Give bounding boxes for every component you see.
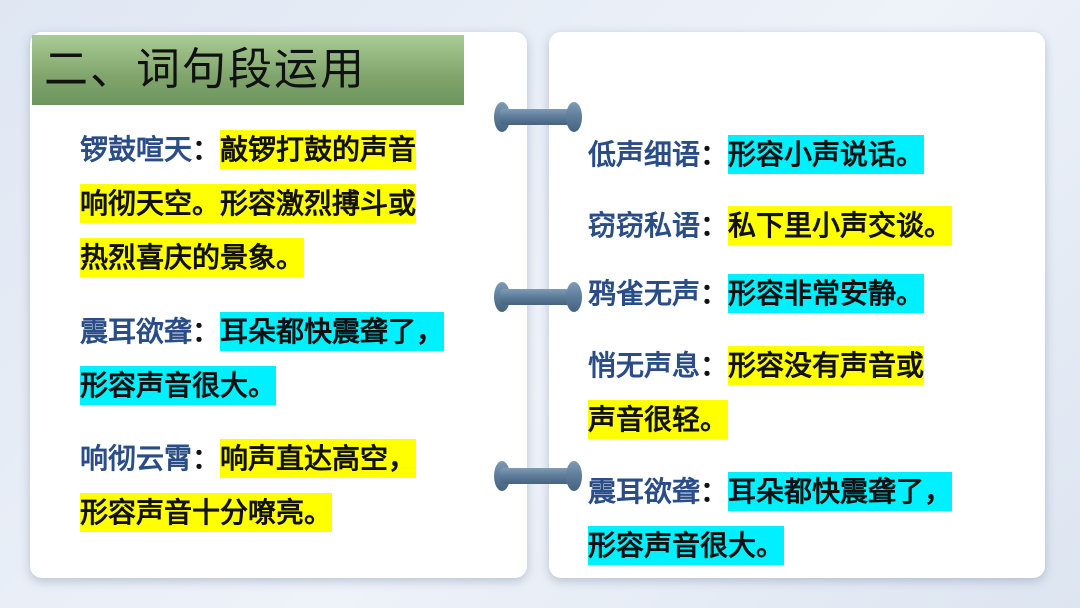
right-entry-3: 鸦雀无声：形容非常安静。 bbox=[588, 267, 925, 321]
entry-term: 窃窃私语 bbox=[588, 209, 701, 242]
entry-term: 震耳欲聋 bbox=[588, 475, 701, 508]
entry-term: 响彻云霄 bbox=[80, 442, 193, 475]
page-title: 二、词句段运用 bbox=[32, 35, 464, 105]
left-entry-3: 响彻云霄：响声直达高空， 形容声音十分嘹亮。 bbox=[80, 432, 417, 540]
left-entry-2: 震耳欲聋：耳朵都快震聋了， 形容声音很大。 bbox=[80, 305, 445, 413]
binder-connector-icon bbox=[494, 461, 582, 491]
entry-term: 鸦雀无声 bbox=[588, 277, 701, 310]
entry-definition: 耳朵都快震聋了， bbox=[728, 472, 953, 511]
right-entry-2: 窃窃私语：私下里小声交谈。 bbox=[588, 199, 953, 253]
entry-definition: 敲锣打鼓的声音 bbox=[220, 130, 417, 169]
binder-connector-icon bbox=[494, 282, 582, 312]
entry-definition: 耳朵都快震聋了， bbox=[220, 312, 445, 351]
entry-definition: 形容没有声音或 bbox=[728, 346, 925, 385]
entry-definition: 形容声音很大。 bbox=[588, 526, 785, 565]
entry-definition: 形容小声说话。 bbox=[728, 135, 925, 174]
entry-definition: 响声直达高空， bbox=[220, 439, 417, 478]
entry-definition: 私下里小声交谈。 bbox=[728, 206, 953, 245]
entry-definition: 热烈喜庆的景象。 bbox=[80, 238, 305, 277]
entry-term: 低声细语 bbox=[588, 138, 701, 171]
left-entry-1: 锣鼓喧天：敲锣打鼓的声音 响彻天空。形容激烈搏斗或 热烈喜庆的景象。 bbox=[80, 123, 417, 285]
entry-definition: 形容声音十分嘹亮。 bbox=[80, 493, 333, 532]
right-entry-1: 低声细语：形容小声说话。 bbox=[588, 128, 925, 182]
entry-term: 锣鼓喧天 bbox=[80, 133, 193, 166]
entry-definition: 声音很轻。 bbox=[588, 400, 729, 439]
left-card bbox=[30, 32, 527, 578]
entry-term: 震耳欲聋 bbox=[80, 315, 193, 348]
entry-term: 悄无声息 bbox=[588, 349, 701, 382]
entry-definition: 形容声音很大。 bbox=[80, 366, 277, 405]
right-entry-4: 悄无声息：形容没有声音或 声音很轻。 bbox=[588, 339, 925, 447]
entry-definition: 形容非常安静。 bbox=[728, 274, 925, 313]
binder-connector-icon bbox=[494, 102, 582, 132]
right-entry-5: 震耳欲聋：耳朵都快震聋了， 形容声音很大。 bbox=[588, 465, 953, 573]
entry-definition: 响彻天空。形容激烈搏斗或 bbox=[80, 184, 417, 223]
